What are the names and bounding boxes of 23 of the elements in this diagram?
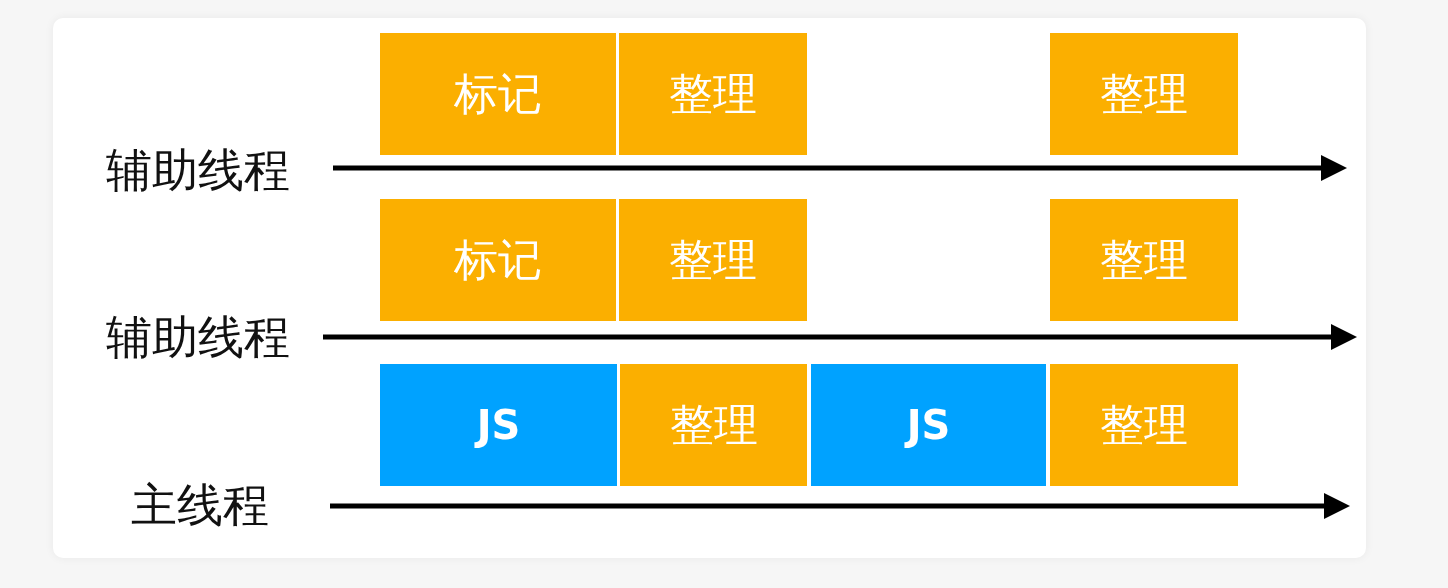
block-label: 整理: [669, 235, 757, 285]
block-label: 整理: [669, 400, 758, 450]
task-block: [380, 33, 616, 155]
block-label: 标记: [454, 235, 542, 285]
thread-label: 辅助线程: [106, 311, 290, 363]
script-block: [380, 364, 617, 486]
block-label: 整理: [1100, 69, 1188, 119]
block-label: 整理: [1100, 400, 1188, 450]
thread-label: 辅助线程: [106, 144, 290, 196]
task-block: [380, 199, 616, 321]
block-label: 整理: [1100, 235, 1188, 285]
block-label: 整理: [669, 69, 757, 119]
block-label: JS: [476, 403, 521, 447]
task-block: [1050, 33, 1238, 155]
block-label: 标记: [454, 69, 542, 119]
task-block: [620, 364, 807, 486]
task-block: [1050, 199, 1238, 321]
block-label: JS: [906, 403, 951, 447]
task-block: [1050, 364, 1238, 486]
task-block: [619, 199, 807, 321]
script-block: [811, 364, 1046, 486]
task-block: [619, 33, 807, 155]
thread-label: 主线程: [131, 479, 269, 531]
